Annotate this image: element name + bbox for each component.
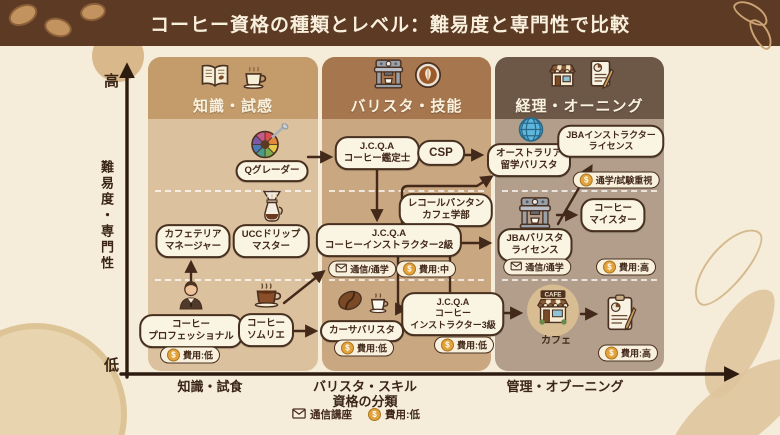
badge-cost-low-3kyu: $ 費用:低	[434, 336, 494, 354]
storefront-icon	[546, 62, 579, 94]
divider-dashed	[329, 190, 484, 192]
node-csp: CSP	[417, 139, 465, 167]
report-document-icon	[588, 59, 614, 94]
badge-cost-high-meister: $ 費用:高	[596, 258, 656, 276]
open-book-icon	[199, 64, 231, 94]
divider-dashed	[502, 279, 657, 281]
badge-cost-high-cafe: $ 費用:高	[598, 344, 658, 362]
node-jcqa-instructor-3: J.C.Q.A コーヒー インストラクター3級	[401, 292, 505, 336]
divider-dashed	[155, 190, 311, 192]
x-axis-title: 資格の分類	[332, 394, 398, 409]
badge-label: 通信/通学	[525, 262, 564, 273]
divider-dashed	[502, 190, 657, 192]
divider-dashed	[155, 279, 311, 281]
color-wheel-icon	[248, 123, 292, 169]
badge-label: 費用:高	[621, 348, 651, 359]
cafe-storefront-icon: CAFE	[526, 284, 580, 343]
blob-decoration	[0, 323, 127, 435]
clipboard-plan-icon	[604, 294, 638, 339]
cost-icon: $	[441, 338, 454, 352]
node-ucc-drip-master: UCCドリップ マスター	[232, 224, 310, 258]
envelope-icon	[292, 407, 306, 422]
drip-brewer-icon	[257, 189, 287, 229]
globe-icon	[518, 116, 545, 148]
y-axis-high-label: 高	[104, 73, 120, 90]
badge-label: 費用:低	[357, 343, 387, 354]
y-axis-title: 難易度・専門性	[99, 160, 114, 272]
badge-school-exam: $ 通学/試験重視	[572, 171, 660, 189]
legend-correspondence: 通信講座	[292, 407, 352, 422]
latte-art-icon	[414, 61, 442, 94]
x-axis-category-knowledge: 知識・試食	[177, 379, 243, 394]
cost-icon: $	[167, 348, 180, 362]
barista-person-icon	[175, 278, 207, 316]
envelope-icon	[335, 263, 347, 275]
node-coffee-sommelier: コーヒー ソムリエ	[237, 313, 295, 347]
node-coffee-professional: コーヒー プロフェッショナル	[139, 314, 243, 348]
badge-mail-school-jba: 通信/通学	[503, 258, 571, 276]
column-barista-label: バリスタ・技能	[350, 98, 463, 115]
small-cup-icon	[368, 292, 392, 320]
legend-correspondence-label: 通信講座	[310, 409, 352, 421]
cafe-sign-text: CAFE	[545, 291, 562, 298]
cost-icon: $	[603, 260, 616, 274]
column-management-header: 経理・オーニング	[495, 57, 664, 119]
node-lecole-vantan: レコールバンタン カフェ学部	[398, 193, 494, 227]
page-title: コーヒー資格の種類とレベル：難易度と専門性で比較	[149, 14, 630, 36]
cost-icon: $	[579, 173, 593, 187]
badge-label: 費用:低	[457, 340, 487, 351]
column-knowledge-header: 知識・試感	[148, 57, 318, 119]
divider-dashed	[329, 279, 484, 281]
cost-icon: $	[605, 346, 618, 360]
coffee-bean-icon	[335, 288, 365, 319]
node-jba-barista-license: JBAバリスタ ライセンス	[497, 228, 573, 262]
badge-label: 費用:低	[183, 350, 213, 361]
leaf-decoration	[682, 217, 772, 315]
leaf-decoration	[689, 278, 780, 406]
title-bar: コーヒー資格の種類とレベル：難易度と専門性で比較	[0, 0, 780, 46]
node-q-grader: Qグレーダー	[235, 160, 309, 182]
badge-label: 費用:中	[419, 264, 449, 275]
badge-cost-mid: $ 費用:中	[396, 260, 456, 278]
node-coffee-meister: コーヒー マイスター	[580, 198, 646, 232]
legend: 通信講座 $ 費用:低	[292, 407, 420, 422]
node-jcqa-instructor-2: J.C.Q.A コーヒーインストラクター2級	[315, 223, 463, 257]
cost-icon: $	[403, 262, 416, 276]
node-jba-instructor-license: JBAインストラクター ライセンス	[557, 124, 665, 158]
node-cafeteria-manager: カフェテリア マネージャー	[155, 224, 231, 258]
cost-icon: $	[368, 408, 381, 421]
x-axis-category-management: 管理・オブーニング	[506, 379, 624, 394]
cafe-label: カフェ	[541, 335, 571, 347]
badge-label: 通信/通学	[350, 264, 389, 275]
column-knowledge-label: 知識・試感	[192, 98, 273, 115]
sommelier-cup-icon	[249, 280, 283, 314]
badge-label: 通学/試験重視	[595, 175, 653, 186]
node-jcqa-kanteishi: J.C.Q.A コーヒー鑑定士	[334, 136, 420, 170]
badge-cost-low-professional: $ 費用:低	[160, 346, 220, 364]
legend-cost: $ 費用:低	[368, 407, 420, 422]
badge-label: 費用:高	[619, 262, 649, 273]
badge-cost-low-casa: $ 費用:低	[334, 339, 394, 357]
y-axis-low-label: 低	[104, 357, 120, 374]
legend-cost-label: 費用:低	[385, 409, 420, 421]
espresso-machine-icon	[372, 58, 405, 94]
column-management-label: 経理・オーニング	[515, 98, 644, 115]
cost-icon: $	[341, 341, 354, 355]
envelope-icon	[510, 261, 522, 273]
badge-mail-school-2kyu: 通信/通学	[328, 260, 396, 278]
leaf-decoration	[648, 337, 780, 435]
column-barista-header: バリスタ・技能	[322, 57, 491, 119]
coffee-cup-icon	[240, 64, 267, 94]
x-axis-category-barista: バリスタ・スキル	[312, 379, 418, 394]
